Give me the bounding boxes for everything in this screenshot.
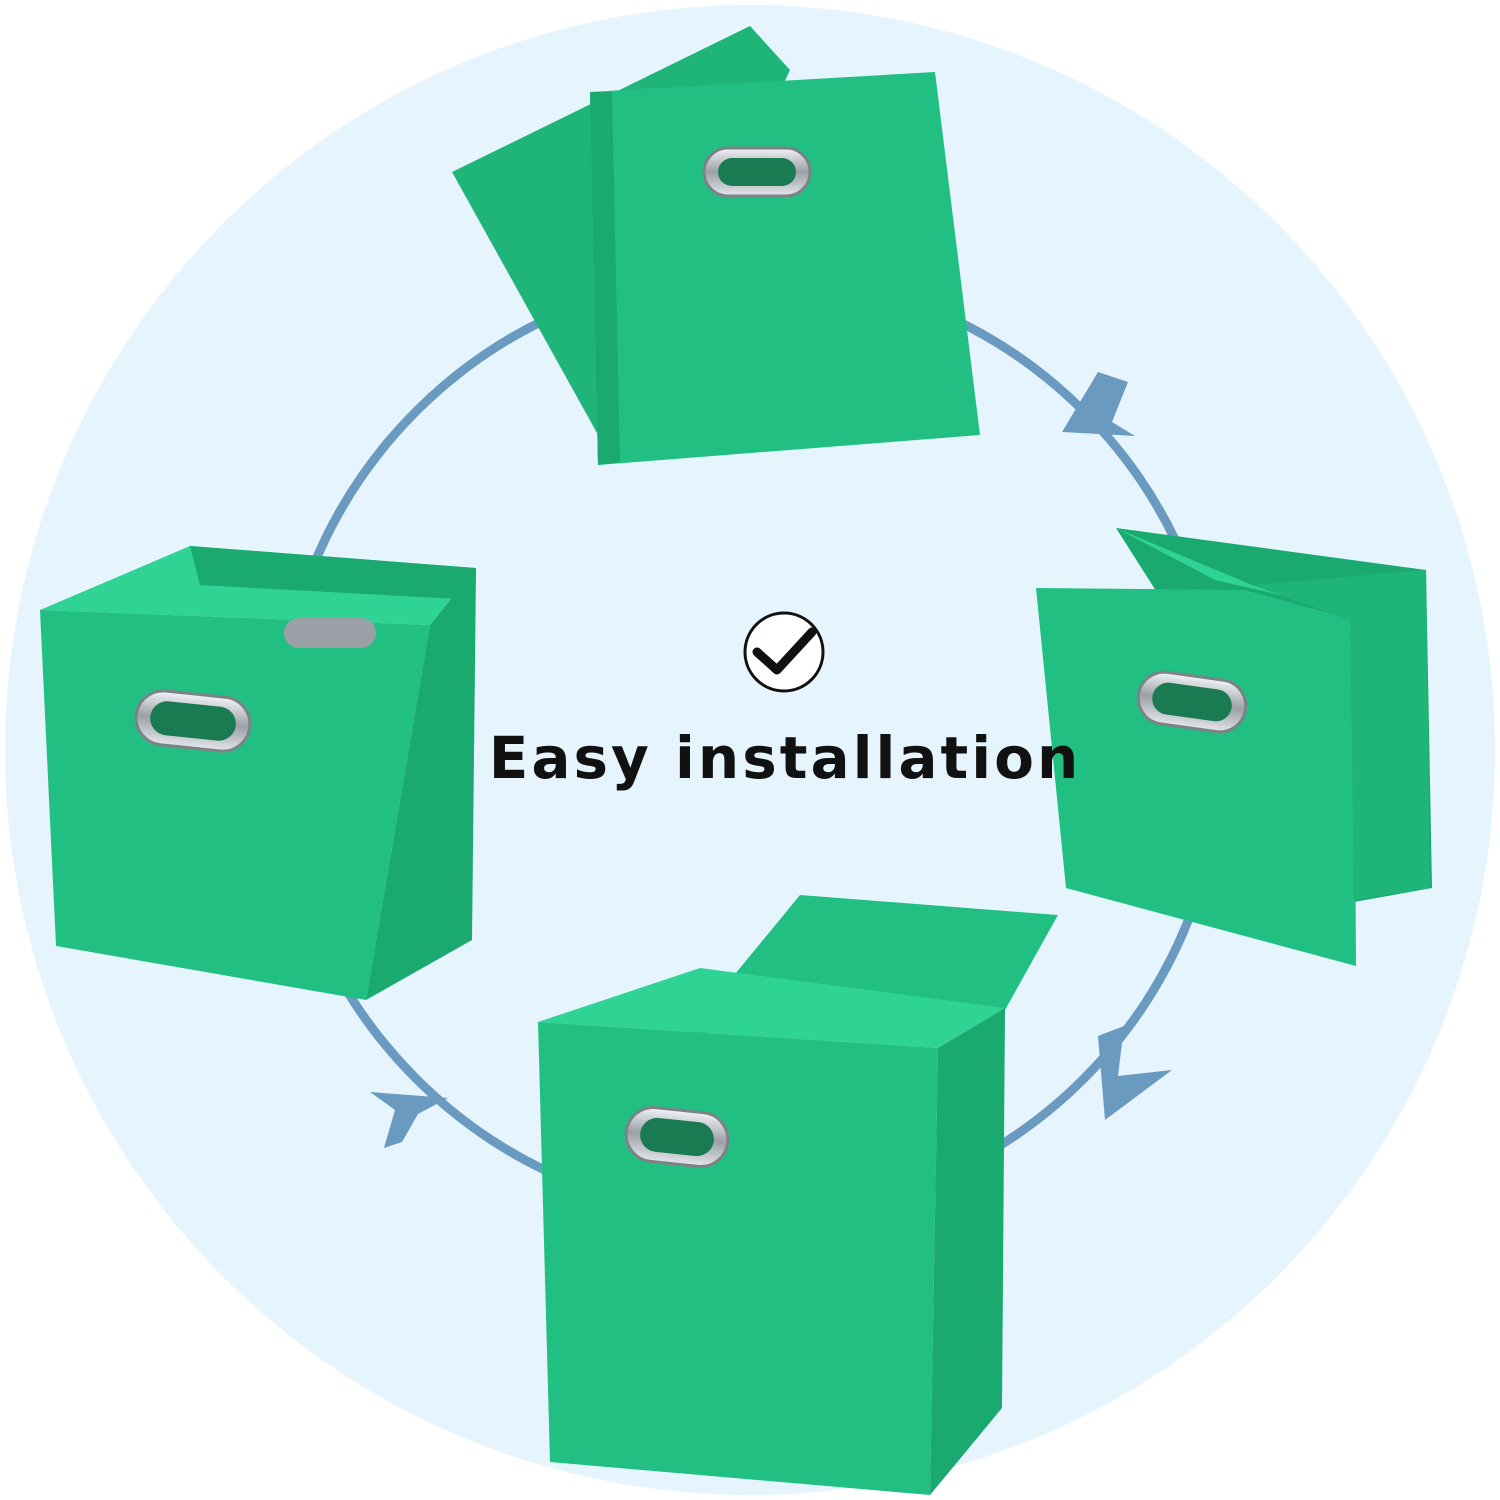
chevron-arrow-icon — [1062, 372, 1135, 436]
checkmark-circle-icon — [743, 611, 825, 693]
headline-text: Easy installation — [488, 724, 1082, 792]
half-folded-box-right — [1036, 528, 1432, 966]
chevron-arrow-icon — [1098, 1026, 1172, 1120]
folded-box-top — [452, 26, 980, 465]
chevron-arrow-icon — [370, 1092, 448, 1148]
open-cube-bottom — [538, 895, 1058, 1495]
open-cube-left — [40, 546, 476, 1000]
background-disc — [5, 5, 1495, 1495]
